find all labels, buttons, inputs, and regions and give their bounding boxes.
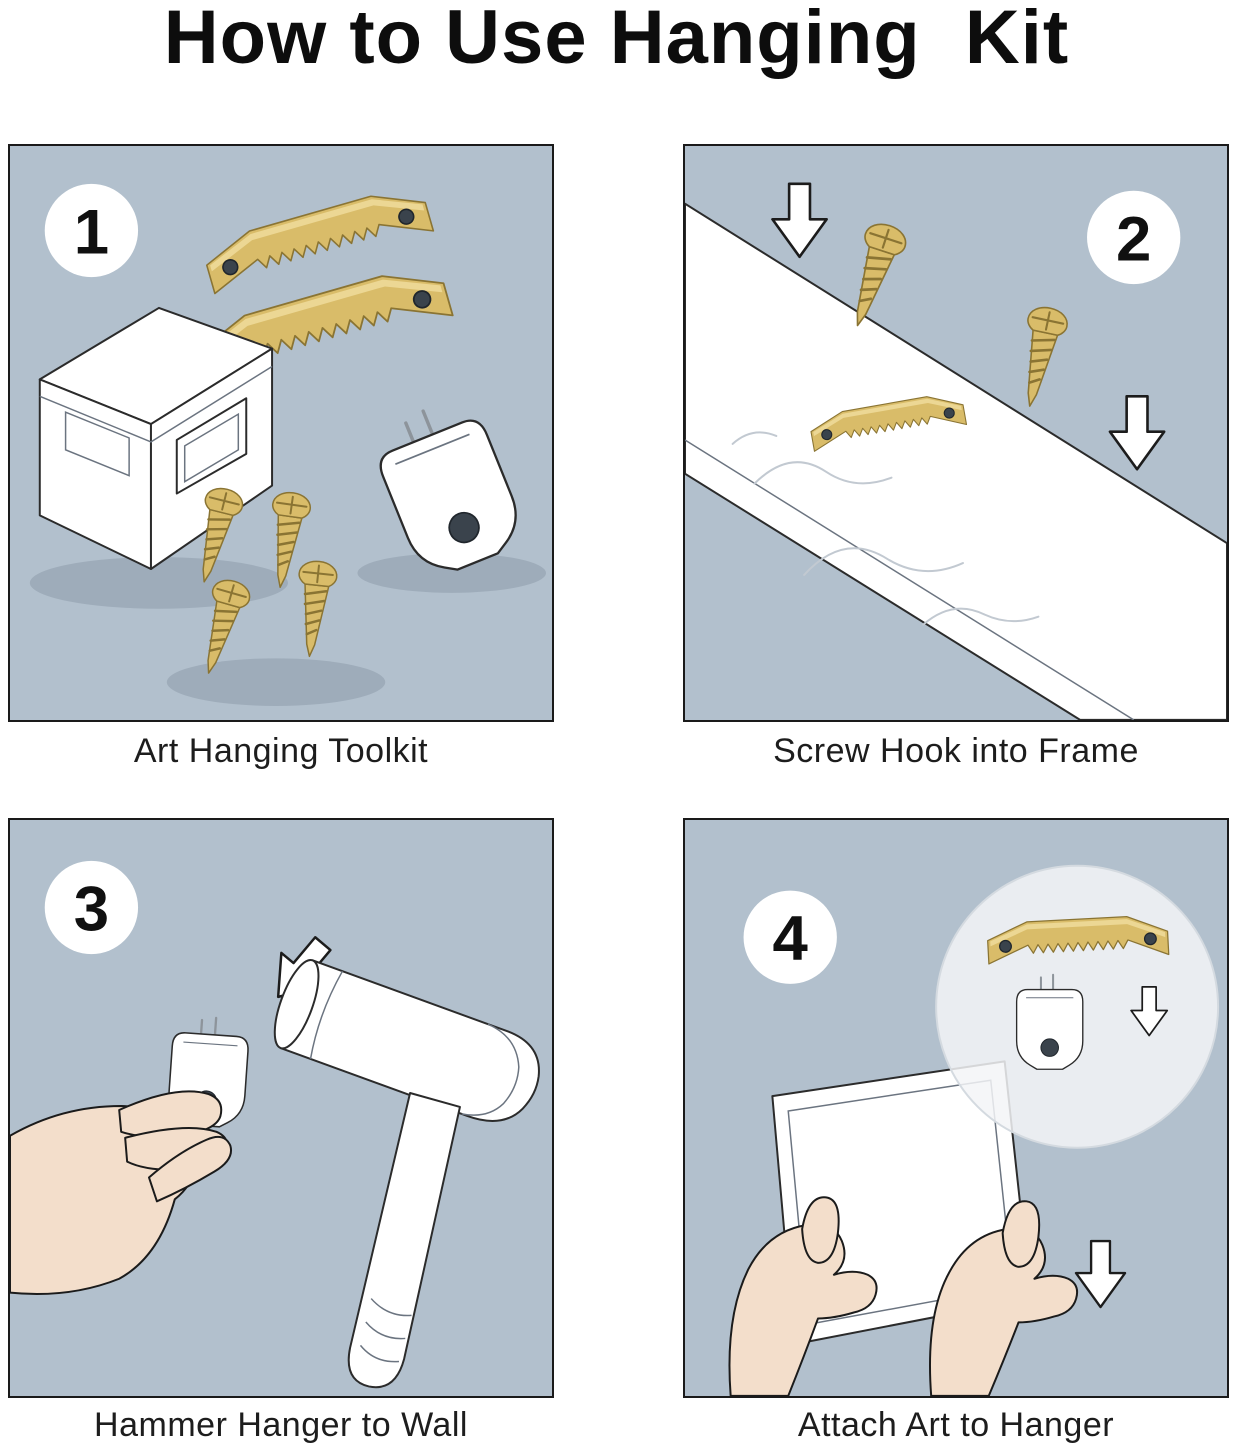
right-hand-icon bbox=[929, 1200, 1079, 1396]
step-number: 2 bbox=[1116, 203, 1151, 274]
shadow bbox=[166, 658, 386, 706]
step-number: 4 bbox=[773, 903, 808, 974]
kit-box-icon bbox=[38, 306, 274, 570]
step-number: 3 bbox=[74, 873, 109, 944]
panel-step-3: 3 bbox=[8, 818, 554, 1398]
panel3-illustration: 3 bbox=[10, 820, 552, 1396]
panel-step-4: 4 bbox=[683, 818, 1229, 1398]
panel-step-2: 2 bbox=[683, 144, 1229, 722]
panel4-caption: Attach Art to Hanger bbox=[797, 1406, 1115, 1444]
panel2-caption: Screw Hook into Frame bbox=[773, 732, 1139, 770]
hand-icon bbox=[10, 1090, 232, 1295]
step-number-badge: 4 bbox=[743, 890, 837, 984]
step-number: 1 bbox=[74, 196, 109, 267]
step-number-badge: 1 bbox=[44, 183, 139, 278]
panel1-illustration: 1 bbox=[10, 146, 552, 720]
left-hand-icon bbox=[728, 1196, 878, 1396]
panel3-caption: Hammer Hanger to Wall bbox=[94, 1406, 468, 1444]
step-number-badge: 3 bbox=[44, 860, 139, 955]
frame-plank-icon bbox=[685, 202, 1227, 720]
panel-step-1: 1 bbox=[8, 144, 554, 722]
panel2-illustration: 2 bbox=[685, 146, 1227, 720]
panel4-illustration: 4 bbox=[685, 820, 1227, 1396]
shadow bbox=[357, 553, 547, 593]
hammer-icon bbox=[273, 958, 540, 1389]
page-title: How to Use Hanging Kit bbox=[163, 0, 1070, 80]
panel1-caption: Art Hanging Toolkit bbox=[133, 732, 429, 770]
step-number-badge: 2 bbox=[1087, 190, 1181, 285]
